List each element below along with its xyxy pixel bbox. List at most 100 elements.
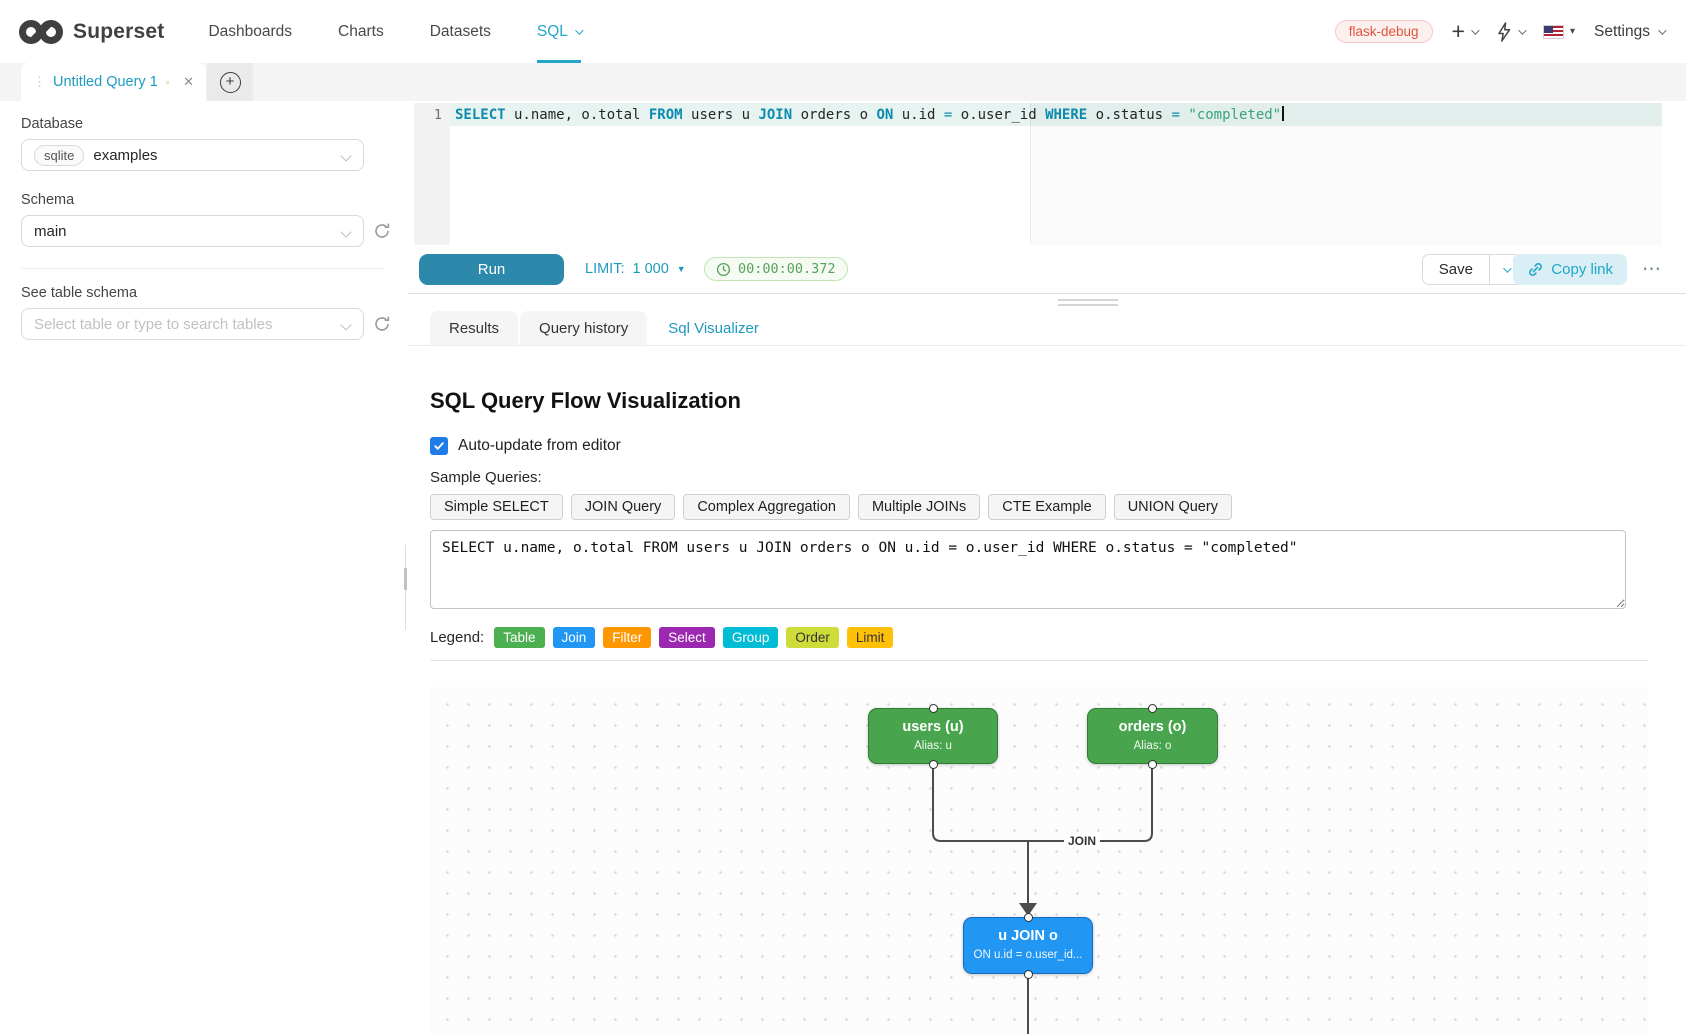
limit-dropdown[interactable]: LIMIT: 1 000 ▼ — [585, 261, 686, 277]
top-nav: Superset Dashboards Charts Datasets SQL fla… — [0, 0, 1686, 64]
timer-value: 00:00:00.372 — [738, 261, 836, 277]
sql-token: JOIN — [758, 107, 793, 123]
node-subtitle: Alias: o — [1133, 740, 1172, 752]
check-icon — [434, 442, 444, 450]
flow-node-orders[interactable]: orders (o) Alias: o — [1087, 708, 1218, 764]
node-port[interactable] — [1147, 759, 1157, 769]
drag-handle-icon[interactable]: ⋮ — [33, 74, 46, 89]
line-number: 1 — [433, 107, 442, 123]
sample-query-button-union-query[interactable]: UNION Query — [1113, 494, 1232, 520]
auto-update-checkbox[interactable] — [430, 437, 448, 455]
copy-link-label: Copy link — [1551, 261, 1613, 278]
database-select[interactable]: sqlite examples — [21, 139, 364, 171]
sql-token: WHERE — [1045, 107, 1088, 123]
sample-query-button-cte-example[interactable]: CTE Example — [988, 494, 1106, 520]
settings-menu[interactable]: Settings — [1593, 22, 1667, 41]
node-port[interactable] — [1147, 703, 1157, 713]
tab-sql-visualizer[interactable]: Sql Visualizer — [649, 311, 778, 345]
run-button[interactable]: Run — [419, 254, 564, 285]
sql-token: = — [1171, 107, 1180, 123]
sql-token: SELECT — [455, 107, 506, 123]
node-subtitle: ON u.id = o.user_id... — [973, 949, 1083, 961]
settings-label: Settings — [1593, 22, 1650, 40]
save-split-button: Save — [1421, 254, 1522, 285]
editor-tab-bar: ⋮ Untitled Query 1 ✕ + — [0, 63, 1686, 101]
tab-results[interactable]: Results — [430, 311, 519, 345]
refresh-tables-button[interactable] — [373, 315, 391, 333]
editor-margin-shade — [1031, 103, 1662, 245]
node-title: users (u) — [902, 719, 964, 735]
flow-node-users[interactable]: users (u) Alias: u — [868, 708, 998, 764]
limit-label: LIMIT: — [585, 261, 625, 277]
us-flag-icon — [1542, 24, 1564, 39]
node-title: orders (o) — [1118, 719, 1187, 735]
sql-token: u.id — [893, 107, 944, 123]
clock-icon — [716, 262, 731, 276]
chevron-down-icon — [340, 150, 352, 162]
refresh-schemas-button[interactable] — [373, 222, 391, 240]
more-options-icon[interactable]: ⋯ — [1642, 259, 1662, 280]
editor-gutter — [414, 103, 450, 245]
close-tab-icon[interactable]: ✕ — [183, 74, 194, 89]
legend-chip-filter: Filter — [603, 627, 652, 648]
sidebar-resize-handle[interactable] — [404, 545, 407, 630]
sample-queries-label: Sample Queries: — [430, 469, 542, 486]
table-select[interactable]: Select table or type to search tables — [21, 308, 364, 340]
save-button[interactable]: Save — [1421, 254, 1490, 285]
sample-query-button-simple-select[interactable]: Simple SELECT — [430, 494, 563, 520]
database-label: Database — [21, 116, 84, 132]
sql-code-line[interactable]: SELECT u.name, o.total FROM users u JOIN… — [455, 106, 1284, 124]
node-port[interactable] — [1023, 969, 1033, 979]
refresh-icon — [375, 316, 390, 331]
node-port[interactable] — [928, 703, 938, 713]
chevron-down-icon — [340, 226, 352, 238]
query-search-button[interactable] — [1496, 21, 1527, 42]
flow-canvas[interactable]: users (u) Alias: u orders (o) Alias: o u JOI… — [430, 687, 1648, 1034]
new-query-tab-button[interactable]: + — [207, 63, 253, 101]
sql-editor[interactable]: 1 SELECT u.name, o.total FROM users u JO… — [414, 103, 1662, 245]
pane-resize-handle[interactable] — [1058, 299, 1118, 309]
sample-queries-row: Simple SELECT JOIN Query Complex Aggregati… — [430, 494, 1686, 520]
auto-update-row: Auto-update from editor — [430, 437, 1686, 455]
visualizer-panel: SQL Query Flow Visualization Auto-update… — [408, 347, 1686, 1034]
nav-item-sql[interactable]: SQL — [536, 0, 584, 63]
sidebar: Database sqlite examples Schema main See… — [0, 101, 408, 1034]
superset-brand[interactable]: Superset — [18, 17, 164, 47]
new-item-button[interactable]: + — [1452, 20, 1480, 43]
sample-query-button-join-query[interactable]: JOIN Query — [570, 494, 676, 520]
flow-edges — [932, 768, 1153, 1034]
sample-query-button-multiple-joins[interactable]: Multiple JOINs — [857, 494, 981, 520]
node-subtitle: Alias: u — [914, 740, 952, 752]
chevron-down-icon — [1658, 25, 1667, 35]
schema-select[interactable]: main — [21, 215, 364, 247]
copy-link-button[interactable]: Copy link — [1513, 254, 1627, 285]
tab-query-history[interactable]: Query history — [520, 311, 648, 345]
query-input[interactable]: SELECT u.name, o.total FROM users u JOIN… — [430, 530, 1626, 609]
table-select-placeholder: Select table or type to search tables — [34, 315, 273, 333]
table-schema-label: See table schema — [21, 285, 138, 301]
node-port[interactable] — [928, 759, 938, 769]
nav-item-charts[interactable]: Charts — [338, 0, 384, 63]
check-circle-icon — [165, 80, 169, 84]
node-port[interactable] — [1023, 912, 1033, 922]
sql-token: FROM — [648, 107, 683, 123]
sql-token: "completed" — [1188, 107, 1282, 123]
sql-token: = — [943, 107, 953, 123]
brand-name: Superset — [73, 19, 165, 43]
legend-chip-table: Table — [494, 627, 545, 648]
sample-query-button-complex-aggregation[interactable]: Complex Aggregation — [683, 494, 850, 520]
flow-edge — [932, 768, 1028, 842]
legend-label: Legend: — [430, 629, 485, 646]
language-picker[interactable]: ▾ — [1542, 24, 1575, 39]
sidebar-divider — [21, 268, 384, 269]
text-cursor — [1282, 106, 1284, 121]
environment-tag: flask-debug — [1334, 20, 1433, 43]
query-tab-active[interactable]: ⋮ Untitled Query 1 ✕ — [21, 63, 206, 101]
nav-item-datasets[interactable]: Datasets — [430, 0, 491, 63]
database-engine-badge: sqlite — [34, 144, 85, 166]
nav-item-dashboards[interactable]: Dashboards — [208, 0, 292, 63]
schema-select-value: main — [34, 222, 67, 240]
query-tab-title: Untitled Query 1 — [53, 74, 158, 90]
caret-down-icon: ▾ — [1569, 25, 1575, 37]
